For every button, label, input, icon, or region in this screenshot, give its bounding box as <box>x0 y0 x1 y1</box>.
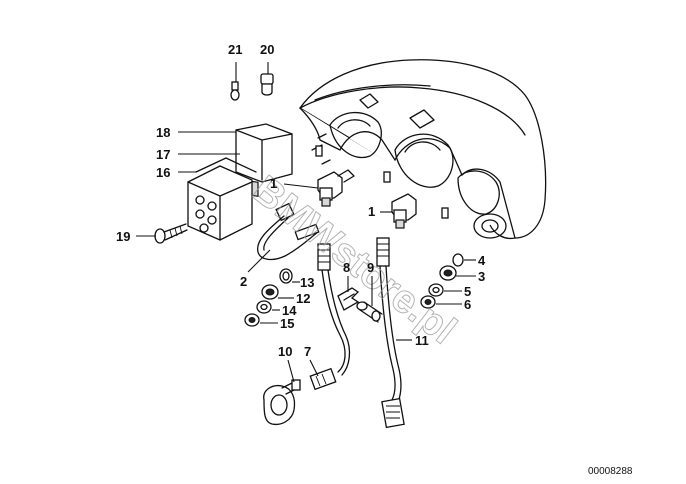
label-19: 19 <box>116 229 130 244</box>
label-15: 15 <box>280 316 294 331</box>
label-6: 6 <box>464 297 471 312</box>
label-8: 8 <box>343 260 350 275</box>
label-18: 18 <box>156 125 170 140</box>
instrument-cluster-housing <box>299 59 547 240</box>
part-14-ring <box>256 300 272 314</box>
part-21-bulb <box>230 81 240 101</box>
part-4-bulb-holder <box>452 253 464 267</box>
part-1-angle-connector-left <box>317 169 355 207</box>
label-4: 4 <box>478 253 486 268</box>
part-7-speedometer-cable <box>309 243 351 391</box>
part-10-sensor <box>263 379 301 426</box>
part-2-short-cable <box>257 202 320 261</box>
label-11: 11 <box>415 333 429 348</box>
label-3: 3 <box>478 269 485 284</box>
part-6-nut <box>420 295 436 309</box>
label-20: 20 <box>260 42 274 57</box>
leader-lines <box>136 62 476 383</box>
part-5-ring <box>428 283 444 297</box>
label-17: 17 <box>156 147 170 162</box>
label-7: 7 <box>304 344 311 359</box>
part-13-grommet <box>279 268 293 284</box>
label-21: 21 <box>228 42 242 57</box>
label-2: 2 <box>240 274 247 289</box>
part-3-grommet <box>439 265 457 281</box>
label-16: 16 <box>156 165 170 180</box>
label-12: 12 <box>296 291 310 306</box>
label-5: 5 <box>464 284 471 299</box>
label-10: 10 <box>278 344 292 359</box>
label-1-left: 1 <box>270 176 277 191</box>
label-13: 13 <box>300 275 314 290</box>
part-19-screw <box>154 223 188 244</box>
label-1-right: 1 <box>368 204 375 219</box>
part-9-bolt <box>356 301 383 323</box>
reference-number: 00008288 <box>588 466 633 477</box>
label-14: 14 <box>282 303 297 318</box>
part-11-tachometer-cable <box>376 237 405 429</box>
label-9: 9 <box>367 260 374 275</box>
part-15-nut <box>244 313 260 327</box>
part-16-control-unit <box>187 157 257 241</box>
part-20-bulb <box>260 73 274 96</box>
part-12-grommet <box>261 284 279 300</box>
part-labels: 21 20 18 17 16 19 1 1 2 13 12 14 15 4 3 … <box>116 42 486 359</box>
part-1-angle-connector-right <box>391 193 417 229</box>
watermark-text: BMWstore.pl <box>244 167 464 352</box>
part-8-clip <box>337 287 360 311</box>
